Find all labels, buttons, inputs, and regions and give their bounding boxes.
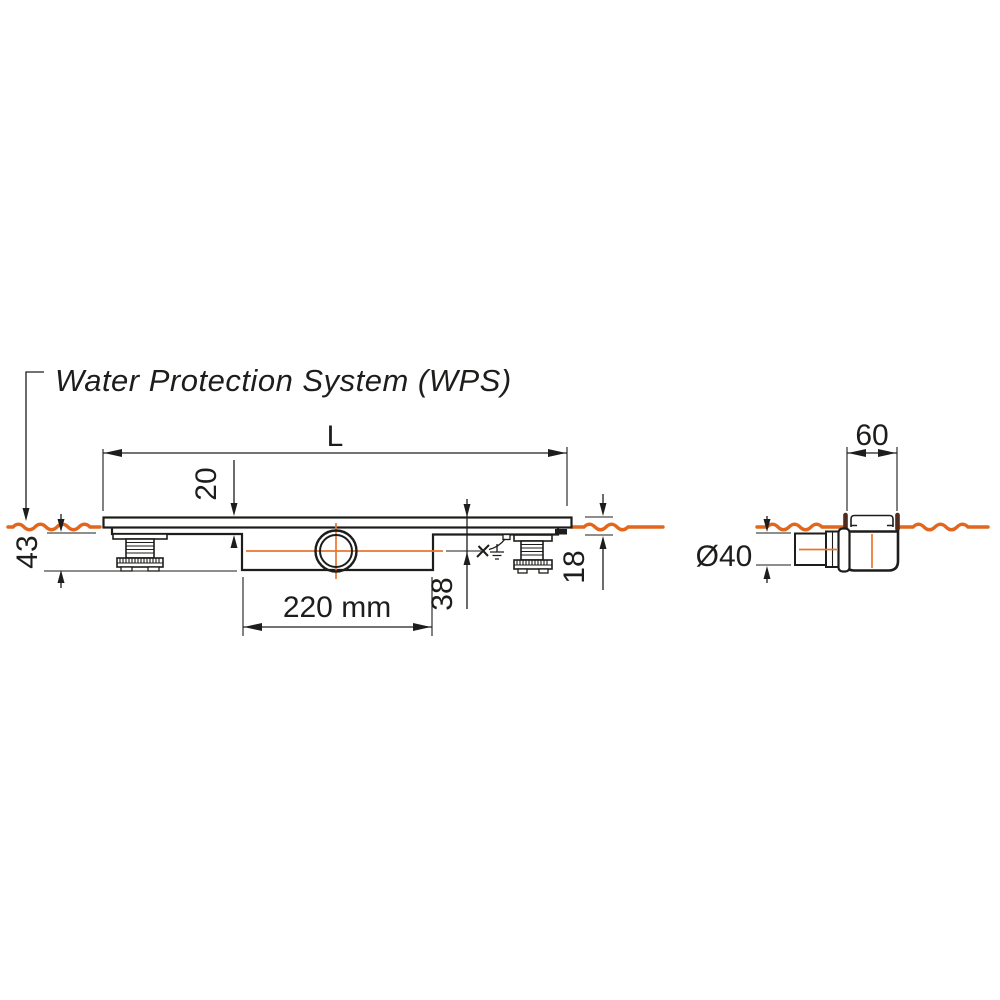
foot-left-base-hatch [117,558,163,564]
dim-40-arrow-down-icon [763,519,771,532]
title-leader-line [25,371,44,508]
title-group: Water Protection System (WPS) [22,363,512,521]
foot-left-pad-1 [120,566,133,572]
earthing-symbol-group [476,533,511,560]
foot-right-pad-2 [538,568,549,574]
membrane-wave-end-right [897,522,990,532]
dimension-body-width: 220 mm [242,577,433,636]
dimension-install-height: 43 [11,514,237,588]
earthing-tab [502,533,511,541]
dim-60-arrow-left-icon [848,449,866,457]
dim-20-arrow-up-icon [230,535,238,548]
membrane-wave-end-left [755,522,847,532]
membrane-wave-side-right [570,522,665,532]
side-view-dimensions: L 20 43 38 [11,420,613,636]
foot-right-threads [521,543,543,556]
dim-43-label: 43 [11,535,44,568]
end-view-dimensions: 60 Ø40 [696,419,898,583]
dim-38-arrow-up-icon [463,552,471,565]
adjustable-foot-left [112,533,168,572]
dim-L-arrow-right-icon [548,449,566,457]
foot-left-threads [126,541,154,554]
adjustable-foot-right [513,534,553,574]
title-leader-arrow-icon [22,508,30,521]
foot-right-column [520,540,544,561]
foot-right-pad-1 [517,568,528,574]
drain-flange-plate [102,516,573,529]
dimension-edge-height: 18 [558,494,613,590]
dim-40-label: Ø40 [696,540,753,573]
side-view [102,516,573,579]
drawing-title: Water Protection System (WPS) [55,363,512,398]
dim-20-arrow-down-icon [230,503,238,516]
end-grate-profile [850,514,894,527]
foot-right-mount [513,534,553,542]
dim-L-label: L [327,420,344,453]
dim-38-label: 38 [426,577,459,610]
dim-18-label: 18 [558,550,591,583]
outlet-circle-outer [314,529,358,573]
membrane-layer [6,522,990,532]
dim-220-arrow-left-icon [244,623,262,631]
foot-left-pad-2 [147,566,160,572]
dim-18-arrow-up-icon [599,536,607,549]
dim-L-arrow-left-icon [104,449,122,457]
dim-40-arrow-up-icon [763,566,771,579]
foot-right-base-hatch [514,560,552,566]
dim-43-arrow-down-icon [57,519,65,532]
dim-220-arrow-right-icon [413,623,431,631]
dim-38-arrow-down-icon [463,504,471,517]
dim-20-label: 20 [190,467,223,500]
ground-icon [490,544,504,560]
flange-edge-tab [555,529,567,535]
earthing-leader-line [488,538,506,551]
bonding-clamp-icon [476,544,490,558]
dimension-length: L [102,420,568,511]
dimension-end-width: 60 [846,419,898,511]
dimension-pipe-diameter: Ø40 [696,516,791,583]
dim-60-arrow-right-icon [878,449,896,457]
dim-18-arrow-down-icon [599,503,607,516]
dim-43-arrow-up-icon [57,570,65,583]
outlet-circle-inner [319,534,353,568]
dimension-grate-inset: 20 [190,460,238,548]
end-view [794,512,900,573]
dim-60-label: 60 [855,419,888,452]
foot-left-column [125,538,155,559]
membrane-wave-side-left [6,522,102,532]
dim-220-label: 220 mm [283,591,391,624]
pipe-flange-ring [837,527,851,573]
